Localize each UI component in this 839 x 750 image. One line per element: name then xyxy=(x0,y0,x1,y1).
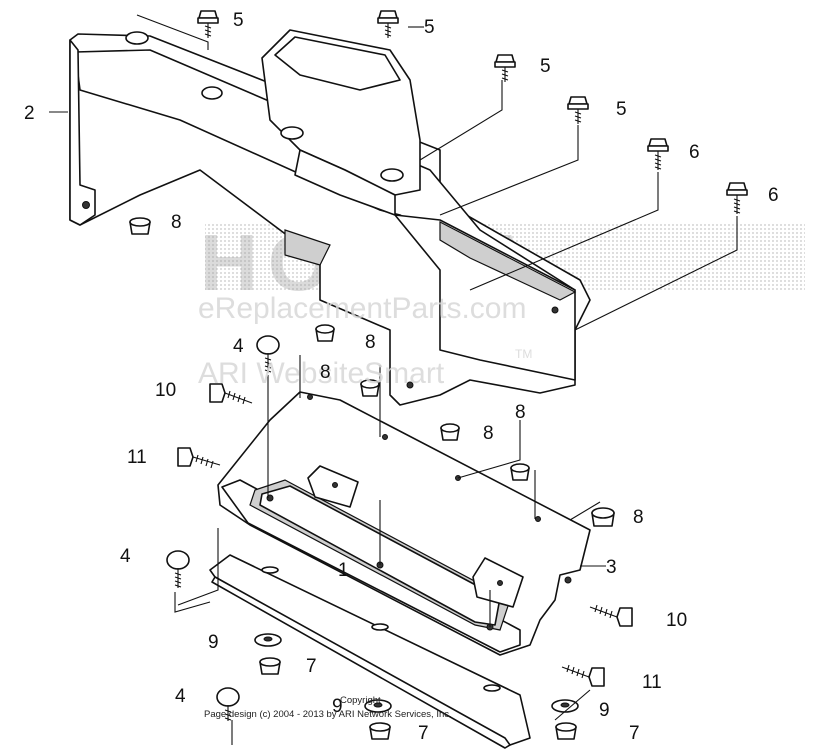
scraper-bar-part xyxy=(209,554,531,749)
callout-8f: 8 xyxy=(633,507,644,528)
callout-8b: 8 xyxy=(320,362,331,383)
callout-7a: 7 xyxy=(306,656,317,677)
callout-4c: 4 xyxy=(175,686,186,707)
flange-bolt-icons xyxy=(197,10,748,214)
callout-5b: 5 xyxy=(424,17,435,38)
callout-3: 3 xyxy=(606,557,617,578)
callout-8g: 8 xyxy=(365,376,376,397)
callout-7c: 7 xyxy=(629,723,640,744)
callout-9b: 9 xyxy=(332,696,343,717)
side-bolt-icons xyxy=(177,383,633,687)
callout-8a: 8 xyxy=(171,212,182,233)
callout-2: 2 xyxy=(24,103,35,124)
callout-4b: 4 xyxy=(120,546,131,567)
callout-6b: 6 xyxy=(768,185,779,206)
callout-labels: 1 2 3 4 4 4 5 5 5 5 5 6 6 7 7 7 8 8 8 8 … xyxy=(24,10,779,744)
tm-watermark: TM xyxy=(515,347,532,361)
callout-9c: 9 xyxy=(599,700,610,721)
carriage-bolt-icons xyxy=(166,335,280,721)
callout-8d: 8 xyxy=(483,423,494,444)
callout-9a: 9 xyxy=(208,632,219,653)
ari-watermark: ARI WebsiteSmart xyxy=(198,357,445,390)
callout-5e: 5 xyxy=(229,10,240,31)
site-watermark: eReplacementParts.com xyxy=(198,292,526,325)
callout-11b: 11 xyxy=(642,672,662,693)
callout-4a: 4 xyxy=(233,336,244,357)
callout-11a: 11 xyxy=(127,447,147,468)
callout-6a: 6 xyxy=(689,142,700,163)
callout-8c: 8 xyxy=(365,332,376,353)
callout-5d: 5 xyxy=(616,99,627,120)
copyright-label: Copyright xyxy=(340,695,381,706)
callout-10a: 10 xyxy=(155,380,176,401)
callout-5c: 5 xyxy=(540,56,551,77)
copyright-notice: Page design (c) 2004 - 2013 by ARI Netwo… xyxy=(204,709,452,720)
callout-10b: 10 xyxy=(666,610,687,631)
callout-1: 1 xyxy=(338,560,349,581)
upper-housing-part xyxy=(69,29,591,406)
callout-8e: 8 xyxy=(515,402,526,423)
callout-5a: 5 xyxy=(233,10,244,31)
washer-icons xyxy=(254,633,579,713)
callout-7b: 7 xyxy=(418,723,429,744)
nut-icons xyxy=(129,217,615,740)
leader-lines xyxy=(49,14,738,745)
